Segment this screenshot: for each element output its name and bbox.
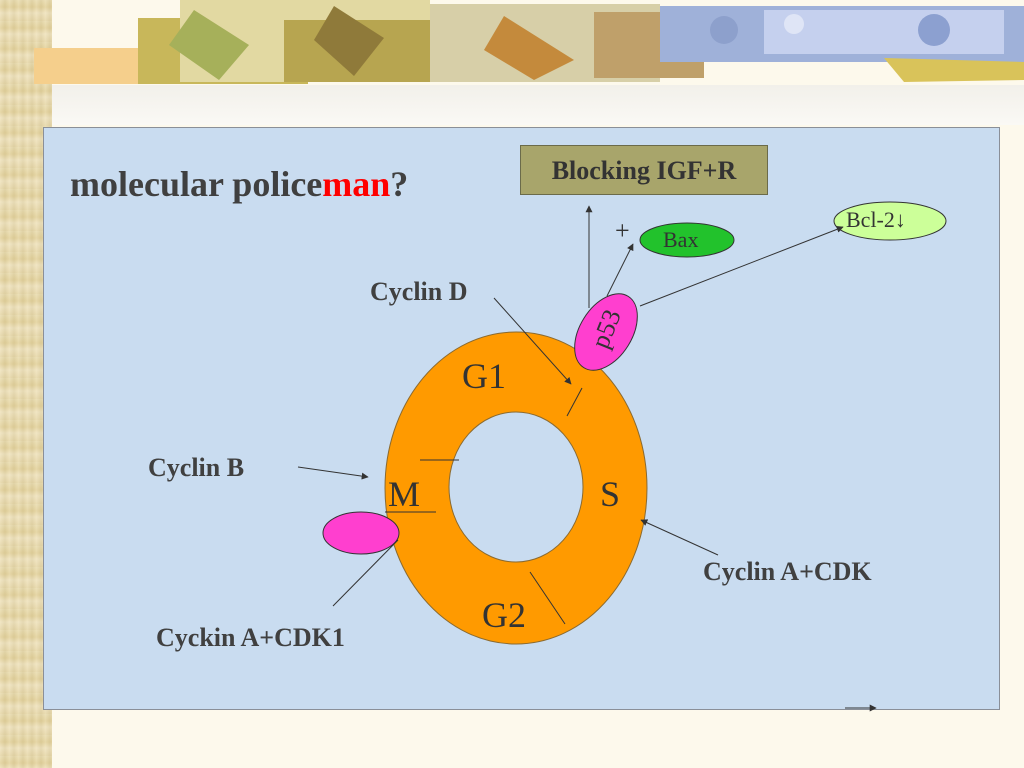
cyckin-a-cdk1-label: Cyckin A+CDK1 [156, 623, 345, 652]
phase-divider-g1-s [566, 387, 583, 417]
bax-label: Bax [663, 227, 699, 252]
bcl2-ellipse [833, 201, 947, 241]
cell-cycle-ring [384, 331, 648, 645]
arrow-to-bcl2 [639, 226, 844, 307]
title-end: ? [390, 164, 409, 204]
arrow-cyclin-b [297, 466, 369, 480]
blocking-igf-box: Blocking IGF+R [520, 145, 768, 195]
decorative-banner [34, 0, 1024, 84]
arrow-to-bax [606, 243, 634, 297]
cyclin-a-cdk-label: Cyclin A+CDK [703, 557, 872, 586]
title-accent: man [322, 164, 391, 204]
bax-ellipse [639, 222, 735, 258]
phase-s-label: S [600, 474, 621, 514]
phase-m-label: M [388, 474, 421, 514]
line-cyckin-a-cdk1 [332, 539, 399, 607]
slide-shadow [52, 85, 1024, 125]
phase-g1-label: G1 [462, 356, 506, 396]
mitosis-ellipse [322, 511, 400, 555]
slide-title: molecular policeman? [70, 163, 408, 205]
cyclin-b-label: Cyclin B [148, 453, 245, 482]
arrow-cyclin-a-cdk [640, 519, 719, 556]
p53-ellipse [574, 293, 638, 371]
phase-g2-label: G2 [482, 595, 526, 635]
plus-sign: + [615, 216, 630, 245]
phase-divider-s-g2 [529, 571, 566, 625]
bcl2-label: Bcl-2↓ [846, 207, 906, 232]
title-main: molecular police [70, 164, 323, 204]
cyclin-d-label: Cyclin D [370, 277, 468, 306]
arrow-cyclin-d [493, 297, 572, 385]
